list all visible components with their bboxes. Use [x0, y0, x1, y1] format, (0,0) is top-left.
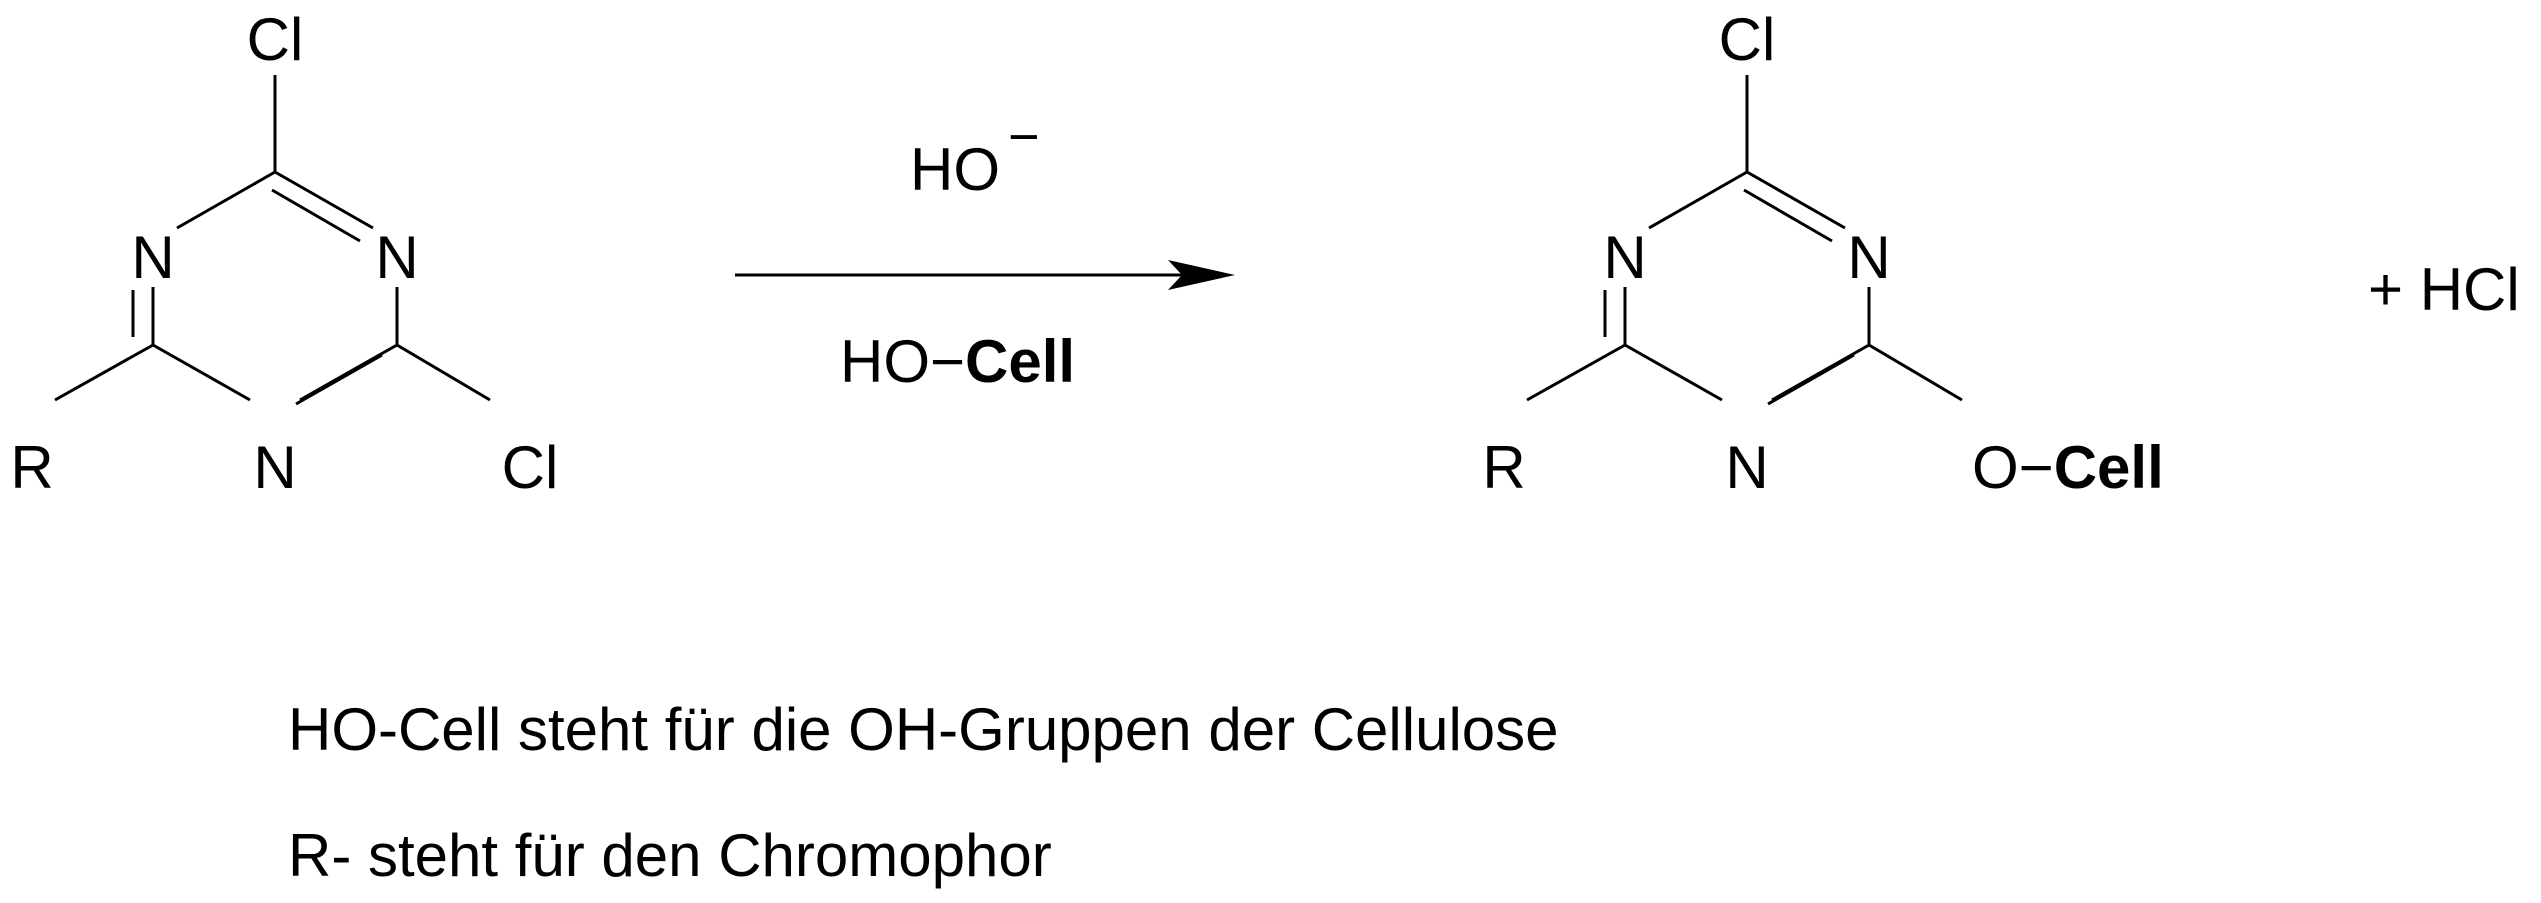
- atom-cl-right: Cl: [502, 434, 559, 501]
- bond-cright-o: [1868, 343, 1963, 402]
- product-molecule: Cl N N N R O−Cell: [1482, 6, 2163, 501]
- reagent-cellulose-ho: HO: [840, 328, 930, 395]
- legend-line-chromophore: R- steht für den Chromophor: [288, 822, 1052, 889]
- reagent-hydroxide-base: HO: [910, 136, 1000, 203]
- bond-cleft-r: [54, 343, 154, 402]
- reagent-cellulose-dash: −: [930, 328, 965, 395]
- reagent-hydroxide: HO−: [910, 107, 1040, 203]
- bond-cright-nbottom-double: [295, 353, 383, 406]
- byproduct-hcl: + HCl: [2368, 256, 2520, 323]
- bond-cright-cl: [396, 343, 491, 402]
- bond-nbottom-cleft: [152, 343, 251, 402]
- bond-ctop-nright: [1746, 170, 1846, 230]
- atom-cl-top: Cl: [247, 6, 304, 73]
- atom-n-right: N: [1847, 224, 1890, 291]
- atom-n-left: N: [1603, 224, 1646, 291]
- atom-n-bottom: N: [1725, 434, 1768, 501]
- ether-cellulose-group: O−Cell: [1972, 434, 2164, 501]
- legend: HO-Cell steht für die OH-Gruppen der Cel…: [288, 696, 1559, 889]
- atom-r: R: [1482, 434, 1525, 501]
- reagent-cellulose: HO−Cell: [840, 328, 1075, 395]
- reaction-arrow-group: HO− HO−Cell: [735, 107, 1235, 395]
- ether-dash: −: [2019, 434, 2054, 501]
- reactant-molecule: Cl N N N R Cl: [10, 6, 558, 501]
- atom-n-left: N: [131, 224, 174, 291]
- bond-ctop-nright-double: [1743, 188, 1833, 243]
- bond-nbottom-cleft: [1624, 343, 1723, 402]
- reagent-cellulose-cell: Cell: [965, 328, 1075, 395]
- bond-cright-nbottom-double: [1767, 353, 1855, 406]
- bond-nleft-ctop: [1648, 170, 1748, 230]
- bond-ctop-nright: [274, 170, 374, 230]
- bond-nleft-ctop: [176, 170, 276, 230]
- atom-n-bottom: N: [253, 434, 296, 501]
- atom-r: R: [10, 434, 53, 501]
- atom-cl-top: Cl: [1719, 6, 1776, 73]
- reagent-hydroxide-charge: −: [1008, 107, 1040, 167]
- legend-line-cellulose: HO-Cell steht für die OH-Gruppen der Cel…: [288, 696, 1559, 763]
- atom-n-right: N: [375, 224, 418, 291]
- bond-cleft-r: [1526, 343, 1626, 402]
- cellulose-label: Cell: [2054, 434, 2164, 501]
- atom-o: O: [1972, 434, 2019, 501]
- bond-ctop-nright-double: [271, 188, 361, 243]
- reaction-arrow-head: [1168, 260, 1235, 290]
